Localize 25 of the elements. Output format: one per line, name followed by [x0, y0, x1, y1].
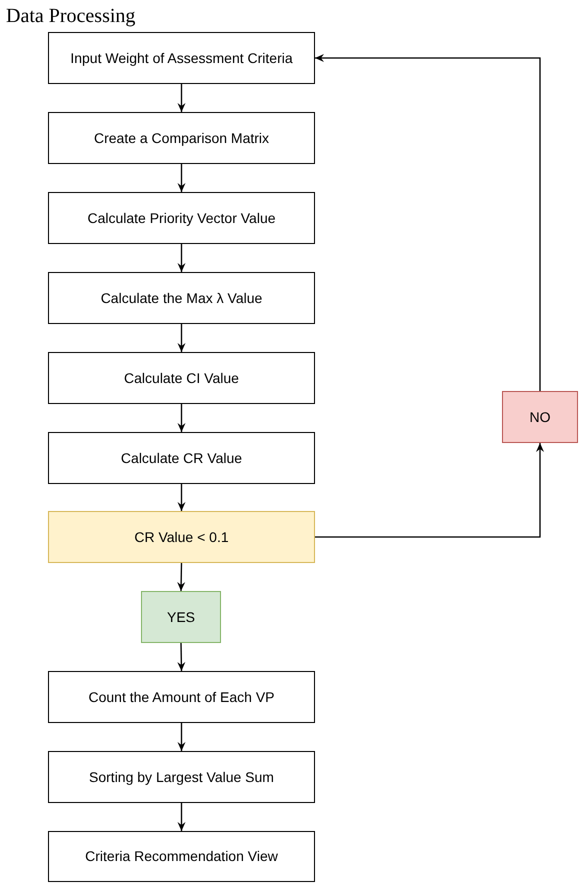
outcome-box: YES — [141, 591, 221, 643]
process-box: Sorting by Largest Value Sum — [48, 751, 315, 803]
arrow — [178, 244, 186, 272]
arrow — [178, 484, 186, 511]
process-box: Calculate CR Value — [48, 432, 315, 484]
arrow — [177, 562, 186, 592]
arrow — [178, 324, 186, 352]
arrow — [178, 84, 186, 112]
arrow — [315, 443, 544, 538]
process-box: Calculate CI Value — [48, 352, 315, 404]
arrow — [177, 642, 186, 672]
outcome-box: NO — [502, 391, 578, 443]
process-box: Calculate Priority Vector Value — [48, 192, 315, 244]
diagram-title: Data Processing — [6, 4, 136, 28]
arrow — [178, 404, 186, 432]
process-box: Criteria Recommendation View — [48, 831, 315, 882]
arrow — [178, 723, 186, 751]
arrow — [178, 803, 186, 831]
process-box: Count the Amount of Each VP — [48, 671, 315, 723]
process-box: Input Weight of Assessment Criteria — [48, 32, 315, 84]
process-box: Calculate the Max λ Value — [48, 272, 315, 324]
arrow — [315, 54, 541, 391]
arrow — [178, 164, 186, 192]
process-box: Create a Comparison Matrix — [48, 112, 315, 164]
decision-box: CR Value < 0.1 — [48, 511, 315, 563]
